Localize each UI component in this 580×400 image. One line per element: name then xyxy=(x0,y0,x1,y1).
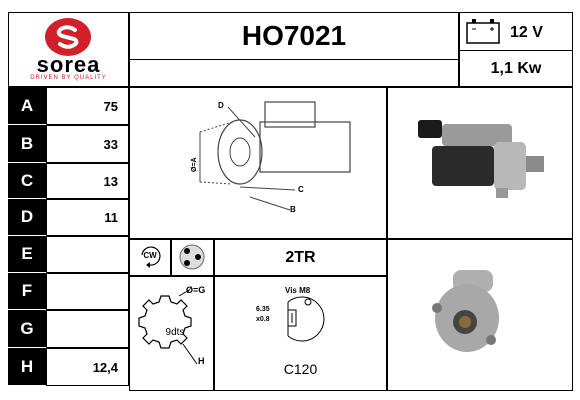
gear-cell xyxy=(129,276,214,391)
spec-label-c: C xyxy=(8,163,46,199)
logo-cell xyxy=(8,12,129,87)
dimension-drawing-cell xyxy=(129,87,387,239)
voltage-value: 12 V xyxy=(510,24,543,41)
terminal-drawing xyxy=(287,296,325,342)
spec-label-b: B xyxy=(8,125,46,163)
sorea-logo-icon xyxy=(45,18,91,56)
rotation-cell xyxy=(129,239,171,276)
gear-teeth: 9dts xyxy=(165,327,185,338)
spec-value-b: 33 xyxy=(46,125,129,163)
gear-h-label: H xyxy=(198,356,205,366)
clockwise-icon xyxy=(141,246,161,268)
power-value: 1,1 Kw xyxy=(490,60,542,77)
mount-type-cell xyxy=(214,239,387,276)
battery-icon xyxy=(466,19,500,44)
connector-code: C120 xyxy=(283,361,318,377)
part-number-cell xyxy=(129,12,459,87)
brand-name: sorea xyxy=(36,52,101,77)
starter-dimension-drawing: D C B Ø=A xyxy=(191,101,351,214)
connector-cell xyxy=(214,276,387,391)
brand-tagline: DRIVEN BY QUALITY xyxy=(30,75,107,81)
bolt-pattern-icon xyxy=(179,244,205,270)
product-photo-cell xyxy=(387,87,573,239)
spec-value-a: 75 xyxy=(46,87,129,125)
connector-title: Vis M8 xyxy=(285,286,311,295)
rotation-label: CW xyxy=(143,251,157,260)
spec-value-c: 13 xyxy=(46,163,129,199)
terminal-dim-2: x0.8 xyxy=(256,316,270,323)
spec-label-e: E xyxy=(8,236,46,273)
label-b: B xyxy=(290,205,296,214)
label-a: Ø=A xyxy=(191,157,198,172)
terminal-dim-1: 6.35 xyxy=(256,306,270,313)
starter-photo xyxy=(418,120,544,198)
spec-label-a: A xyxy=(8,87,46,125)
spec-value-h: 12,4 xyxy=(46,348,129,386)
spec-label-g: G xyxy=(8,310,46,348)
spec-label-f: F xyxy=(8,273,46,310)
spec-value-f xyxy=(46,273,129,310)
product-photo-cell-2 xyxy=(387,239,573,391)
spec-label-d: D xyxy=(8,199,46,236)
mount-type: 2TR xyxy=(285,248,316,266)
label-c: C xyxy=(298,185,304,194)
electrical-cell xyxy=(459,12,573,87)
label-d: D xyxy=(218,101,224,110)
gear-diameter-label: Ø=G xyxy=(186,285,206,295)
part-number: HO7021 xyxy=(241,19,347,51)
pinion-gear-icon xyxy=(138,289,198,365)
electrical-divider xyxy=(459,50,573,51)
starter-front-photo xyxy=(432,270,499,352)
bolt-pattern-cell xyxy=(171,239,214,276)
header-divider xyxy=(129,59,459,60)
spec-value-d: 11 xyxy=(46,199,129,236)
spec-value-g xyxy=(46,310,129,348)
spec-label-h: H xyxy=(8,348,46,386)
spec-value-e xyxy=(46,236,129,273)
